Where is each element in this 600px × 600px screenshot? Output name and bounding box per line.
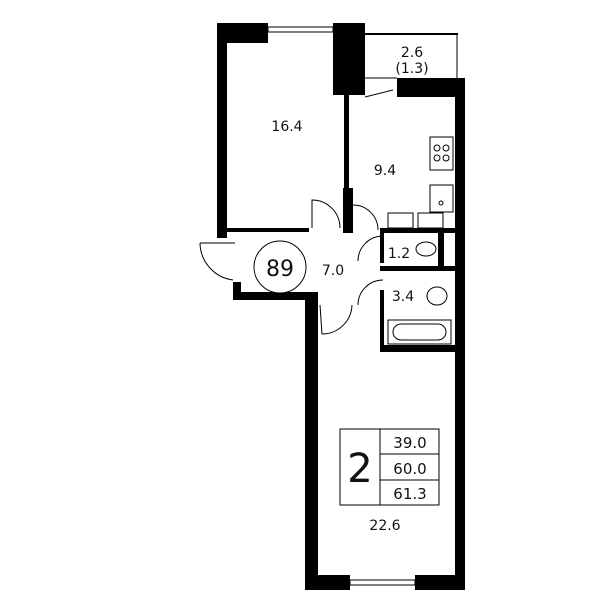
bedroom-area: 16.4: [271, 119, 302, 135]
walls: [217, 23, 465, 590]
living-area: 39.0: [393, 434, 426, 452]
hall-area: 7.0: [322, 263, 344, 279]
wc-area: 1.2: [388, 246, 410, 262]
unit-number: 89: [266, 257, 294, 282]
unit-number-badge: 89: [253, 240, 307, 294]
balcony-area-reduced: (1.3): [395, 61, 428, 77]
kitchen-area: 9.4: [374, 163, 396, 179]
summary-table: 2 39.0 60.0 61.3: [339, 428, 440, 506]
total-area: 60.0: [393, 460, 426, 478]
room-labels: 16.4 2.6 (1.3) 9.4 7.0 1.2 3.4 22.6: [271, 45, 428, 534]
total-with-balcony: 61.3: [393, 485, 426, 503]
rooms-count: 2: [347, 446, 372, 492]
balcony-area: 2.6: [401, 45, 423, 61]
living-room-area: 22.6: [369, 518, 400, 534]
bathroom-area: 3.4: [392, 289, 414, 305]
thin-lines: [199, 26, 458, 586]
